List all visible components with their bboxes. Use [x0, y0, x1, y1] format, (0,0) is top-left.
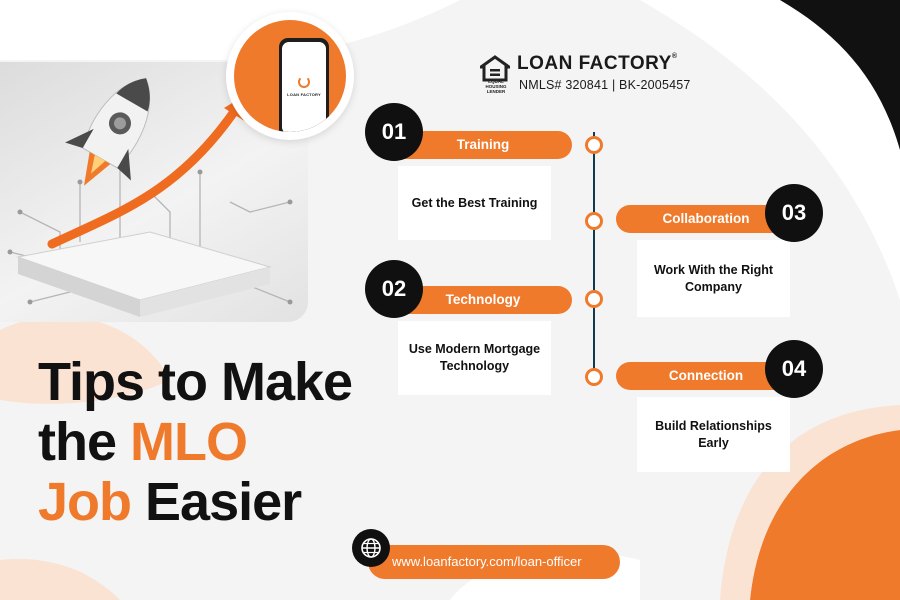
- title-line-3: Job Easier: [38, 472, 302, 532]
- nmls-number: NMLS# 320841 | BK-2005457: [519, 78, 691, 92]
- step-3-card: Work With the Right Company: [637, 240, 790, 317]
- step-1-number: 01: [365, 103, 423, 161]
- title-line-1: Tips to Make: [38, 352, 353, 412]
- timeline-dot: [585, 212, 603, 230]
- step-1-card: Get the Best Training: [398, 166, 551, 240]
- timeline-dot: [585, 290, 603, 308]
- brand-name: LOAN FACTORY®: [517, 53, 678, 74]
- step-1-label: Training: [394, 131, 572, 159]
- timeline-dot: [585, 136, 603, 154]
- step-2-card: Use Modern Mortgage Technology: [398, 321, 551, 395]
- globe-icon: [361, 538, 381, 558]
- step-4-card: Build Relationships Early: [637, 397, 790, 472]
- phone-brand-text: LOAN FACTORY: [287, 92, 321, 97]
- equal-housing-icon: [480, 55, 510, 82]
- equal-housing-text: EQUAL HOUSING LENDER: [485, 79, 507, 94]
- step-2-label: Technology: [394, 286, 572, 314]
- brand-logo: EQUAL HOUSING LENDER LOAN FACTORY® NMLS#…: [480, 52, 740, 94]
- title-line-2: the MLO: [38, 412, 248, 472]
- step-4-number: 04: [765, 340, 823, 398]
- timeline-line: [593, 132, 595, 380]
- website-icon-badge: [352, 529, 390, 567]
- timeline-dot: [585, 368, 603, 386]
- phone-badge: LOAN FACTORY: [226, 12, 354, 140]
- website-link[interactable]: www.loanfactory.com/loan-officer: [368, 545, 620, 579]
- step-2-number: 02: [365, 260, 423, 318]
- page-title: Tips to Make the MLO Job Easier: [38, 352, 353, 532]
- rocket-icon: [7, 77, 293, 317]
- phone-icon: LOAN FACTORY: [279, 38, 329, 132]
- step-3-number: 03: [765, 184, 823, 242]
